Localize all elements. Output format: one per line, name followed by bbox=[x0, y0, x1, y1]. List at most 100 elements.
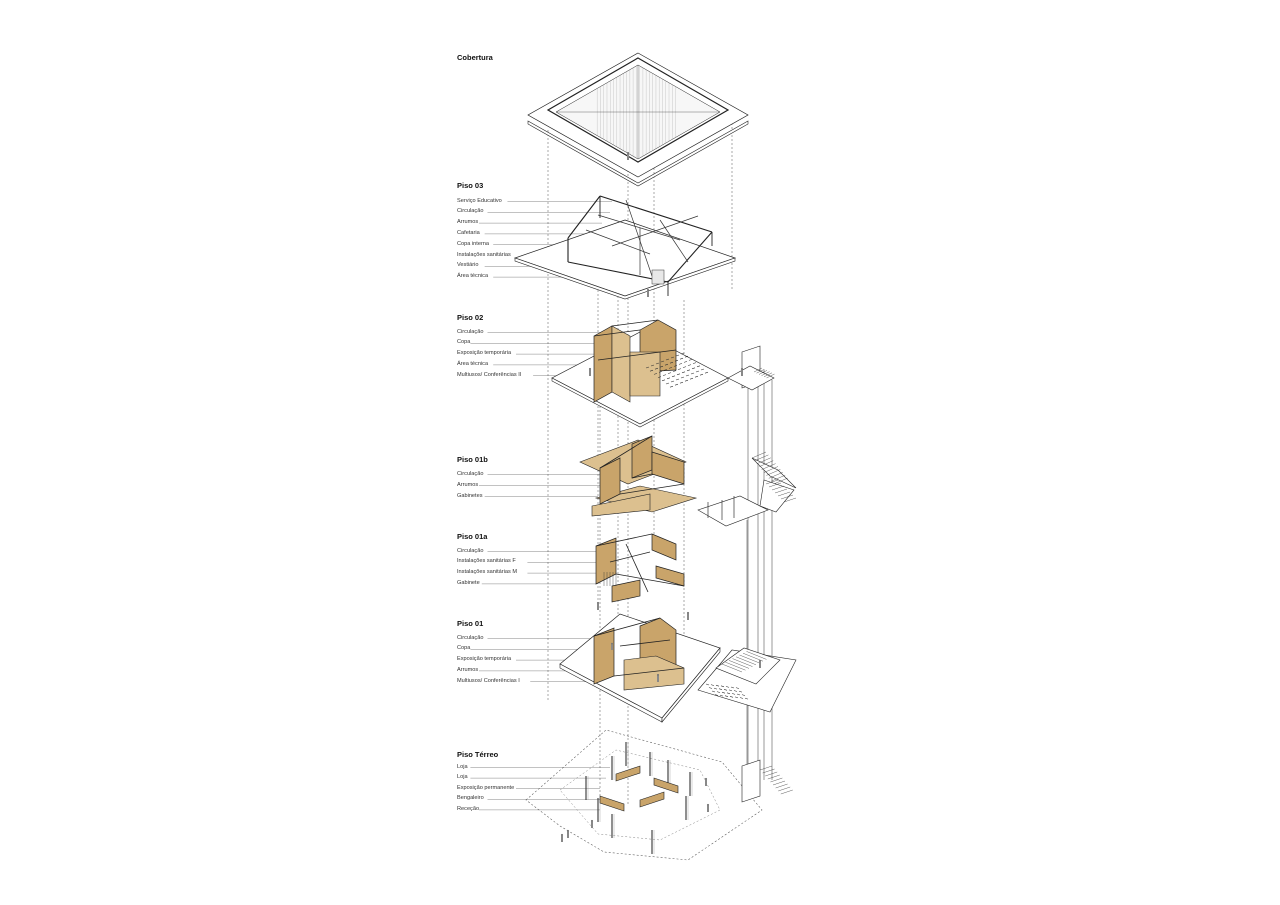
piso01-seat bbox=[713, 687, 718, 690]
person-body bbox=[589, 370, 591, 376]
person-head bbox=[758, 659, 762, 663]
piso02-seat bbox=[688, 359, 693, 361]
person-body bbox=[705, 780, 707, 786]
piso-terreo-level bbox=[525, 729, 793, 861]
piso02-wall-top bbox=[611, 319, 659, 327]
piso02-seat bbox=[692, 362, 697, 364]
piso02-seat bbox=[674, 359, 679, 362]
piso02-seat bbox=[694, 375, 699, 378]
piso01-seat bbox=[739, 697, 744, 699]
piso01-slab-edge bbox=[661, 647, 721, 723]
piso02-seat bbox=[654, 367, 659, 370]
piso01b-stair-step bbox=[768, 482, 782, 488]
piso01-stair-step bbox=[735, 656, 757, 665]
room-label: Bengaleiro bbox=[457, 795, 484, 802]
piso02-seat bbox=[670, 356, 675, 359]
piso01-seat bbox=[734, 696, 739, 699]
piso02-seat bbox=[662, 374, 667, 376]
piso01a-wall-top bbox=[609, 551, 651, 563]
piso01b-stair-step bbox=[774, 488, 788, 494]
piso01-wood-wall bbox=[593, 627, 615, 685]
piso02-seat bbox=[649, 369, 654, 372]
piso03-level bbox=[513, 195, 737, 300]
piso01-stair-step bbox=[739, 654, 760, 664]
piso02-seat bbox=[676, 373, 681, 376]
level-title-cobertura: Cobertura bbox=[457, 53, 493, 62]
piso01-seat bbox=[718, 688, 723, 690]
piso01-stair-step bbox=[742, 653, 764, 662]
person-figure bbox=[596, 601, 600, 610]
piso01-seat bbox=[730, 686, 735, 689]
piso02-wood-wall bbox=[629, 351, 661, 397]
person-head bbox=[704, 777, 708, 781]
piso02-seat bbox=[655, 362, 660, 365]
person-head bbox=[560, 833, 564, 837]
room-label: Loja bbox=[457, 763, 468, 770]
piso01b-wall-top bbox=[631, 473, 653, 479]
piso01b-stair-step bbox=[765, 479, 779, 485]
terreo-stair-step bbox=[775, 783, 788, 789]
piso02-seat bbox=[664, 363, 669, 366]
person-head bbox=[588, 367, 592, 371]
piso02-seat bbox=[658, 371, 663, 373]
person-body bbox=[627, 154, 629, 160]
piso01-seat bbox=[733, 690, 738, 692]
room-label: Gabinete bbox=[457, 579, 480, 586]
piso02-seat bbox=[684, 355, 689, 358]
person-body bbox=[611, 644, 613, 650]
person-body bbox=[759, 662, 761, 668]
person-body bbox=[567, 832, 569, 838]
person-head bbox=[740, 367, 744, 371]
terreo-counter bbox=[615, 765, 641, 782]
room-label: Receção bbox=[457, 805, 480, 812]
piso02-stair-step bbox=[761, 371, 770, 376]
level-title-piso02: Piso 02 bbox=[457, 313, 484, 322]
piso02-seat bbox=[675, 354, 680, 357]
piso02-seat bbox=[700, 368, 705, 371]
piso02-seat bbox=[679, 357, 684, 360]
piso01b-stair-step bbox=[780, 494, 794, 500]
piso02-seat bbox=[690, 372, 695, 375]
piso02-level bbox=[551, 319, 775, 428]
terreo-counter bbox=[653, 777, 679, 794]
piso01-seat bbox=[726, 692, 731, 695]
piso02-core-landing bbox=[727, 365, 775, 391]
person-figure bbox=[560, 833, 564, 842]
piso01-seat bbox=[736, 693, 741, 696]
piso01-seat bbox=[711, 690, 716, 693]
terreo-counter bbox=[639, 791, 665, 808]
room-label: Instalações sanitárias bbox=[457, 251, 511, 258]
person-figure bbox=[758, 659, 762, 668]
piso01b-stair bbox=[751, 457, 797, 489]
piso02-seat bbox=[673, 365, 678, 367]
piso01-wall-top bbox=[613, 667, 685, 677]
room-label: Arrumos bbox=[457, 666, 479, 673]
piso02-seat bbox=[661, 379, 666, 382]
piso03-wall bbox=[667, 231, 713, 283]
piso01b-stair-step bbox=[768, 472, 783, 479]
person-body bbox=[591, 822, 593, 828]
level-title-piso01a: Piso 01a bbox=[457, 532, 488, 541]
piso02-seat bbox=[670, 380, 675, 383]
piso02-seat bbox=[675, 378, 680, 381]
room-label: Multiusos/ Conferências II bbox=[457, 371, 522, 378]
piso03-wall bbox=[599, 195, 713, 233]
person-figure bbox=[656, 673, 660, 682]
piso02-seat bbox=[669, 385, 674, 388]
room-label: Arrumos bbox=[457, 481, 479, 488]
terreo-stair-step bbox=[778, 786, 791, 792]
piso02-seat bbox=[669, 361, 674, 364]
piso02-slab-edge bbox=[551, 377, 729, 428]
piso01b-stair-step bbox=[756, 457, 771, 464]
person-body bbox=[687, 614, 689, 620]
piso02-seat bbox=[665, 382, 670, 385]
room-label: Circulação bbox=[457, 547, 484, 554]
piso02-seat bbox=[659, 365, 664, 368]
piso01b-stair-step bbox=[771, 485, 785, 491]
terreo-core bbox=[741, 759, 761, 803]
piso01b-wall-top bbox=[619, 483, 685, 495]
person-body bbox=[657, 676, 659, 682]
piso01a-wall-top bbox=[625, 543, 649, 593]
level-title-piso01b: Piso 01b bbox=[457, 455, 488, 464]
